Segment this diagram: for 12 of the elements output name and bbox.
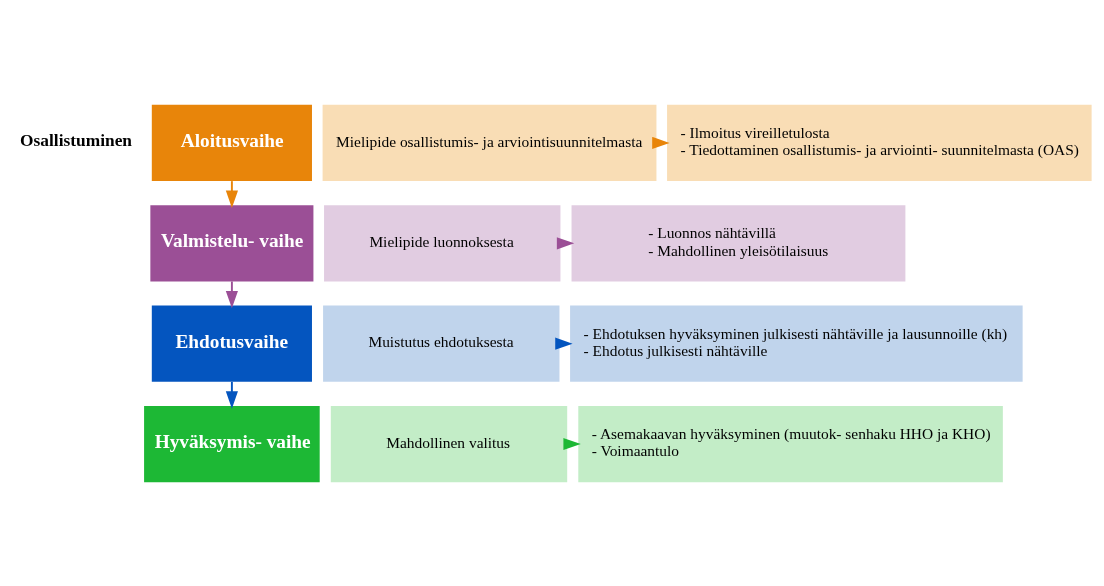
- label: Osallistuminen: [20, 130, 132, 150]
- arrow: [225, 280, 238, 308]
- node-box: Ehdotusvaihe: [151, 305, 312, 382]
- node-box: - Luonnos nähtävillä - Mahdollinen yleisötilaisuus: [571, 204, 906, 281]
- node-box: - Asemakaavan hyväksyminen (muutok- senhaku HHO ja KHO) - Voimaantulo: [578, 405, 1003, 482]
- arrow: [225, 179, 238, 208]
- node-box: Aloitusvaihe: [151, 104, 312, 181]
- node-box: Valmistelu- vaihe: [150, 204, 314, 281]
- node-box: - Ehdotuksen hyväksyminen julkisesti nähtäville ja lausunnoille (kh) - Ehdotus julkisesti nähtäville: [570, 305, 1023, 382]
- node-box: Hyväksymis- vaihe: [144, 405, 320, 482]
- node-box: - Ilmoitus vireilletulosta - Tiedottaminen osallistumis- ja arviointi- suunnitelmasta (OAS): [667, 104, 1092, 181]
- arrow: [225, 380, 238, 409]
